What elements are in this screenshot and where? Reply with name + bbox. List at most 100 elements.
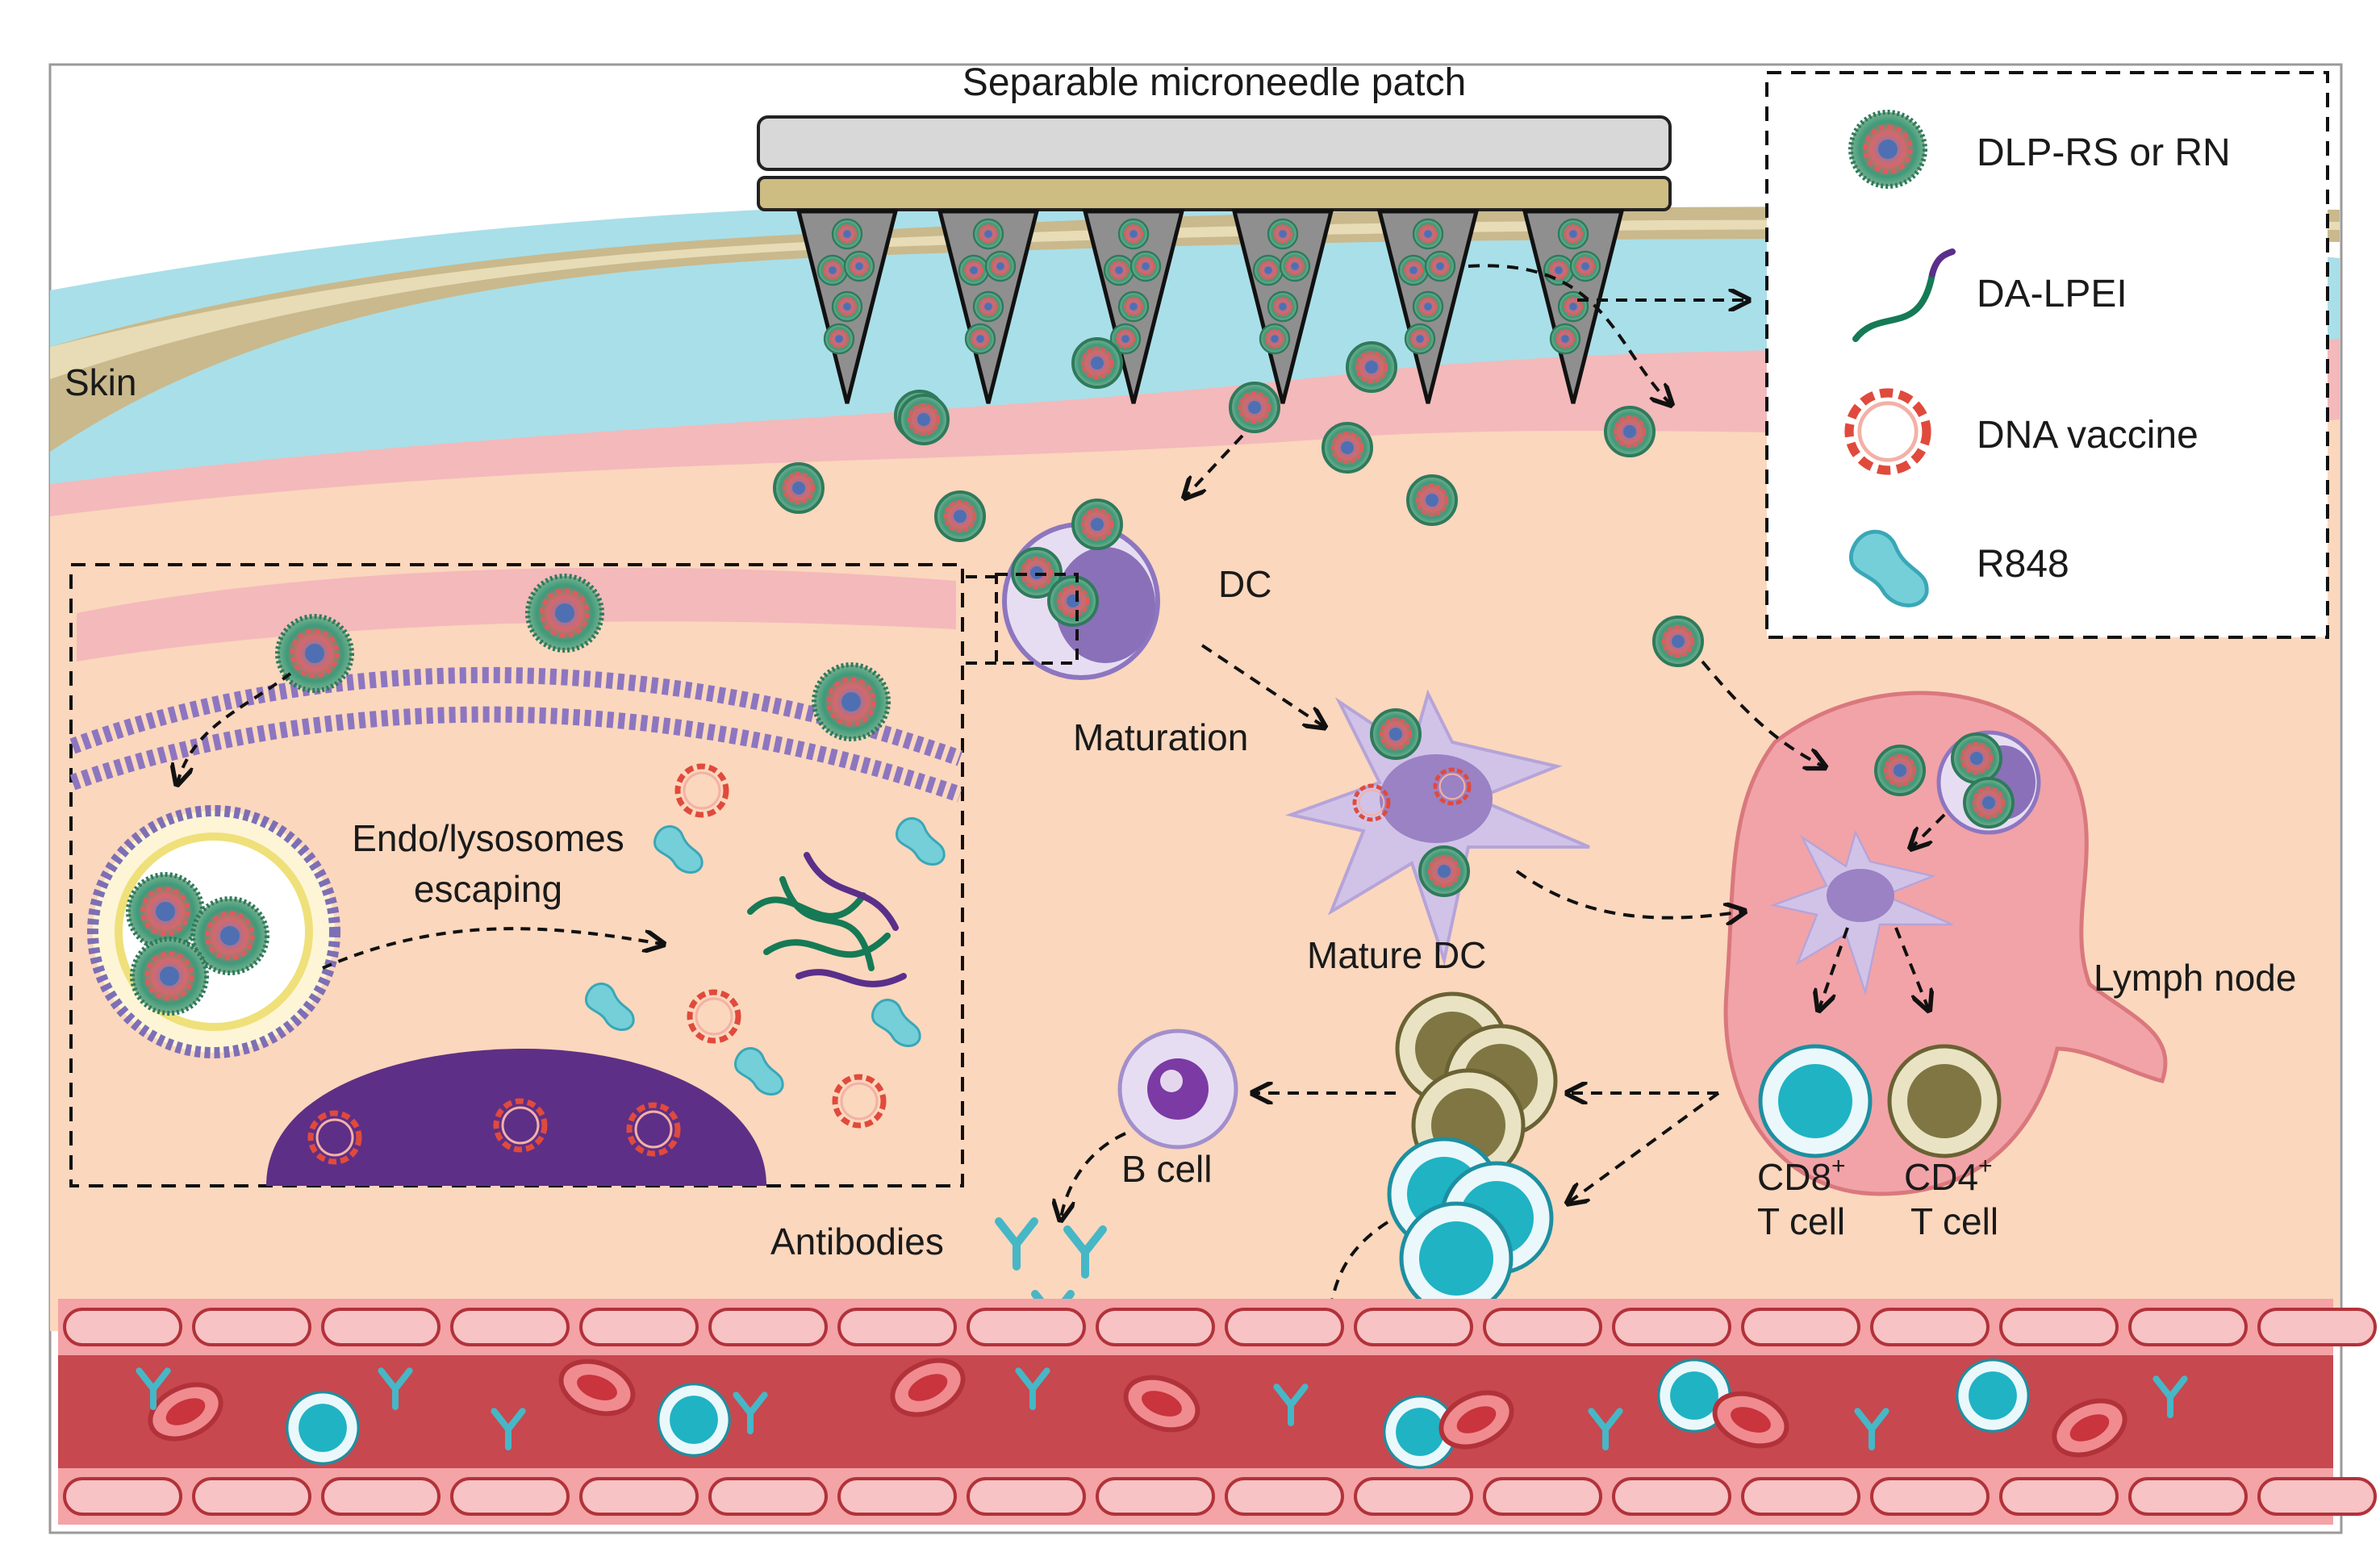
cd8-label-line2: T cell xyxy=(1757,1200,1845,1242)
endothelial-cell xyxy=(1870,1308,1990,1346)
nanoparticle xyxy=(1543,254,1575,286)
maturation-label: Maturation xyxy=(1073,716,1248,758)
cd8-t-cell xyxy=(1760,1046,1870,1156)
nanoparticle xyxy=(934,490,986,542)
nanoparticle xyxy=(1229,382,1280,433)
nanoparticle xyxy=(1346,341,1397,393)
endothelial-cell xyxy=(1225,1308,1344,1346)
skin-surface xyxy=(50,207,2340,452)
nanoparticle xyxy=(1117,218,1150,250)
endothelial-cell xyxy=(708,1477,828,1516)
endothelial-cell xyxy=(450,1308,570,1346)
endothelial-cell xyxy=(321,1308,441,1346)
endothelial-cell xyxy=(837,1308,957,1346)
nanoparticle xyxy=(816,254,849,286)
nanoparticle xyxy=(1117,290,1150,323)
endothelial-cell xyxy=(1612,1308,1731,1346)
endothelial-cell xyxy=(321,1477,441,1516)
nanoparticle xyxy=(1424,250,1456,282)
endothelial-cell xyxy=(1612,1477,1731,1516)
endothelial-cell xyxy=(1483,1477,1602,1516)
blood-vessel xyxy=(58,1299,2377,1525)
endothelial-cell xyxy=(1096,1308,1215,1346)
endothelial-cell xyxy=(1741,1477,1860,1516)
nanoparticle xyxy=(773,462,825,514)
endothelial-cell xyxy=(192,1477,311,1516)
nanoparticle xyxy=(972,290,1004,323)
endo-label-line2: escaping xyxy=(414,868,562,910)
endothelial-cell xyxy=(2128,1308,2248,1346)
endothelial-cell xyxy=(1354,1477,1473,1516)
endothelial-cell xyxy=(1741,1308,1860,1346)
endothelial-cell xyxy=(1096,1477,1215,1516)
mature-dendritic-cell xyxy=(1284,689,1590,966)
endothelial-cell xyxy=(450,1477,570,1516)
endothelial-cell xyxy=(2257,1308,2377,1346)
legend-label: R848 xyxy=(1977,543,2069,586)
nanoparticle xyxy=(1412,290,1444,323)
nanoparticle xyxy=(984,250,1017,282)
nanoparticle xyxy=(1412,218,1444,250)
nanoparticle xyxy=(1267,218,1299,250)
nanoparticle xyxy=(1103,254,1135,286)
endothelial-cell xyxy=(192,1308,311,1346)
polymer-strand-icon xyxy=(1852,248,1956,342)
endothelial-cell xyxy=(2128,1477,2248,1516)
endothelial-cell xyxy=(967,1308,1086,1346)
nanoparticle xyxy=(958,254,990,286)
nanoparticle xyxy=(1569,250,1601,282)
legend-label: DA-LPEI xyxy=(1977,273,2127,315)
nanoparticle xyxy=(1267,290,1299,323)
nanoparticle xyxy=(843,250,875,282)
nanoparticle xyxy=(823,323,855,355)
nanoparticle xyxy=(1259,323,1291,355)
nanoparticle xyxy=(1557,218,1589,250)
endothelial-cell xyxy=(2257,1477,2377,1516)
nanoparticle xyxy=(1404,323,1436,355)
endothelial-cell xyxy=(708,1308,828,1346)
endothelial-cell xyxy=(579,1308,699,1346)
nanoparticle xyxy=(1252,254,1284,286)
nanoparticle xyxy=(1652,616,1704,667)
lymph-node-label: Lymph node xyxy=(2094,957,2296,999)
dc-label: DC xyxy=(1218,563,1271,605)
nanoparticle xyxy=(1549,323,1581,355)
mature-dc-label: Mature DC xyxy=(1307,934,1486,976)
endothelial-cell xyxy=(63,1477,182,1516)
nanoparticle xyxy=(972,218,1004,250)
antibodies-label: Antibodies xyxy=(770,1221,944,1262)
nanoparticle xyxy=(1071,337,1123,389)
b-cell-label: B cell xyxy=(1121,1148,1212,1190)
endosome-escape-inset xyxy=(69,563,964,1187)
endothelial-cell xyxy=(63,1308,182,1346)
nanoparticle xyxy=(898,394,950,445)
nanoparticle xyxy=(964,323,996,355)
skin-label: Skin xyxy=(65,361,136,403)
endothelial-cell xyxy=(1870,1477,1990,1516)
circulating-t-cell xyxy=(286,1391,360,1465)
endothelial-cell xyxy=(579,1477,699,1516)
legend-label: DNA vaccine xyxy=(1977,414,2198,457)
b-cell xyxy=(1117,1029,1238,1150)
nanoparticle xyxy=(1397,254,1430,286)
cd4-t-cell xyxy=(1889,1046,1999,1156)
nanoparticle xyxy=(1322,422,1373,474)
nanoparticle xyxy=(1129,250,1162,282)
endothelial-cell xyxy=(1225,1477,1344,1516)
patch-title: Separable microneedle patch xyxy=(962,61,1466,104)
nanoparticle xyxy=(1604,406,1656,457)
endothelial-cell xyxy=(1354,1308,1473,1346)
nanoparticle xyxy=(1406,474,1458,526)
legend-label: DLP-RS or RN xyxy=(1977,131,2231,174)
endothelial-cell xyxy=(1999,1477,2119,1516)
dendritic-cell xyxy=(1002,499,1160,680)
cd8-label: CD8+ xyxy=(1757,1153,1846,1198)
nanoparticle xyxy=(831,218,863,250)
endothelial-cell xyxy=(1483,1308,1602,1346)
endo-label-line1: Endo/lysosomes xyxy=(352,817,624,859)
endothelial-cell xyxy=(967,1477,1086,1516)
nanoparticle xyxy=(1279,250,1311,282)
endothelial-cell xyxy=(1999,1308,2119,1346)
microneedle-patch xyxy=(757,115,1672,404)
